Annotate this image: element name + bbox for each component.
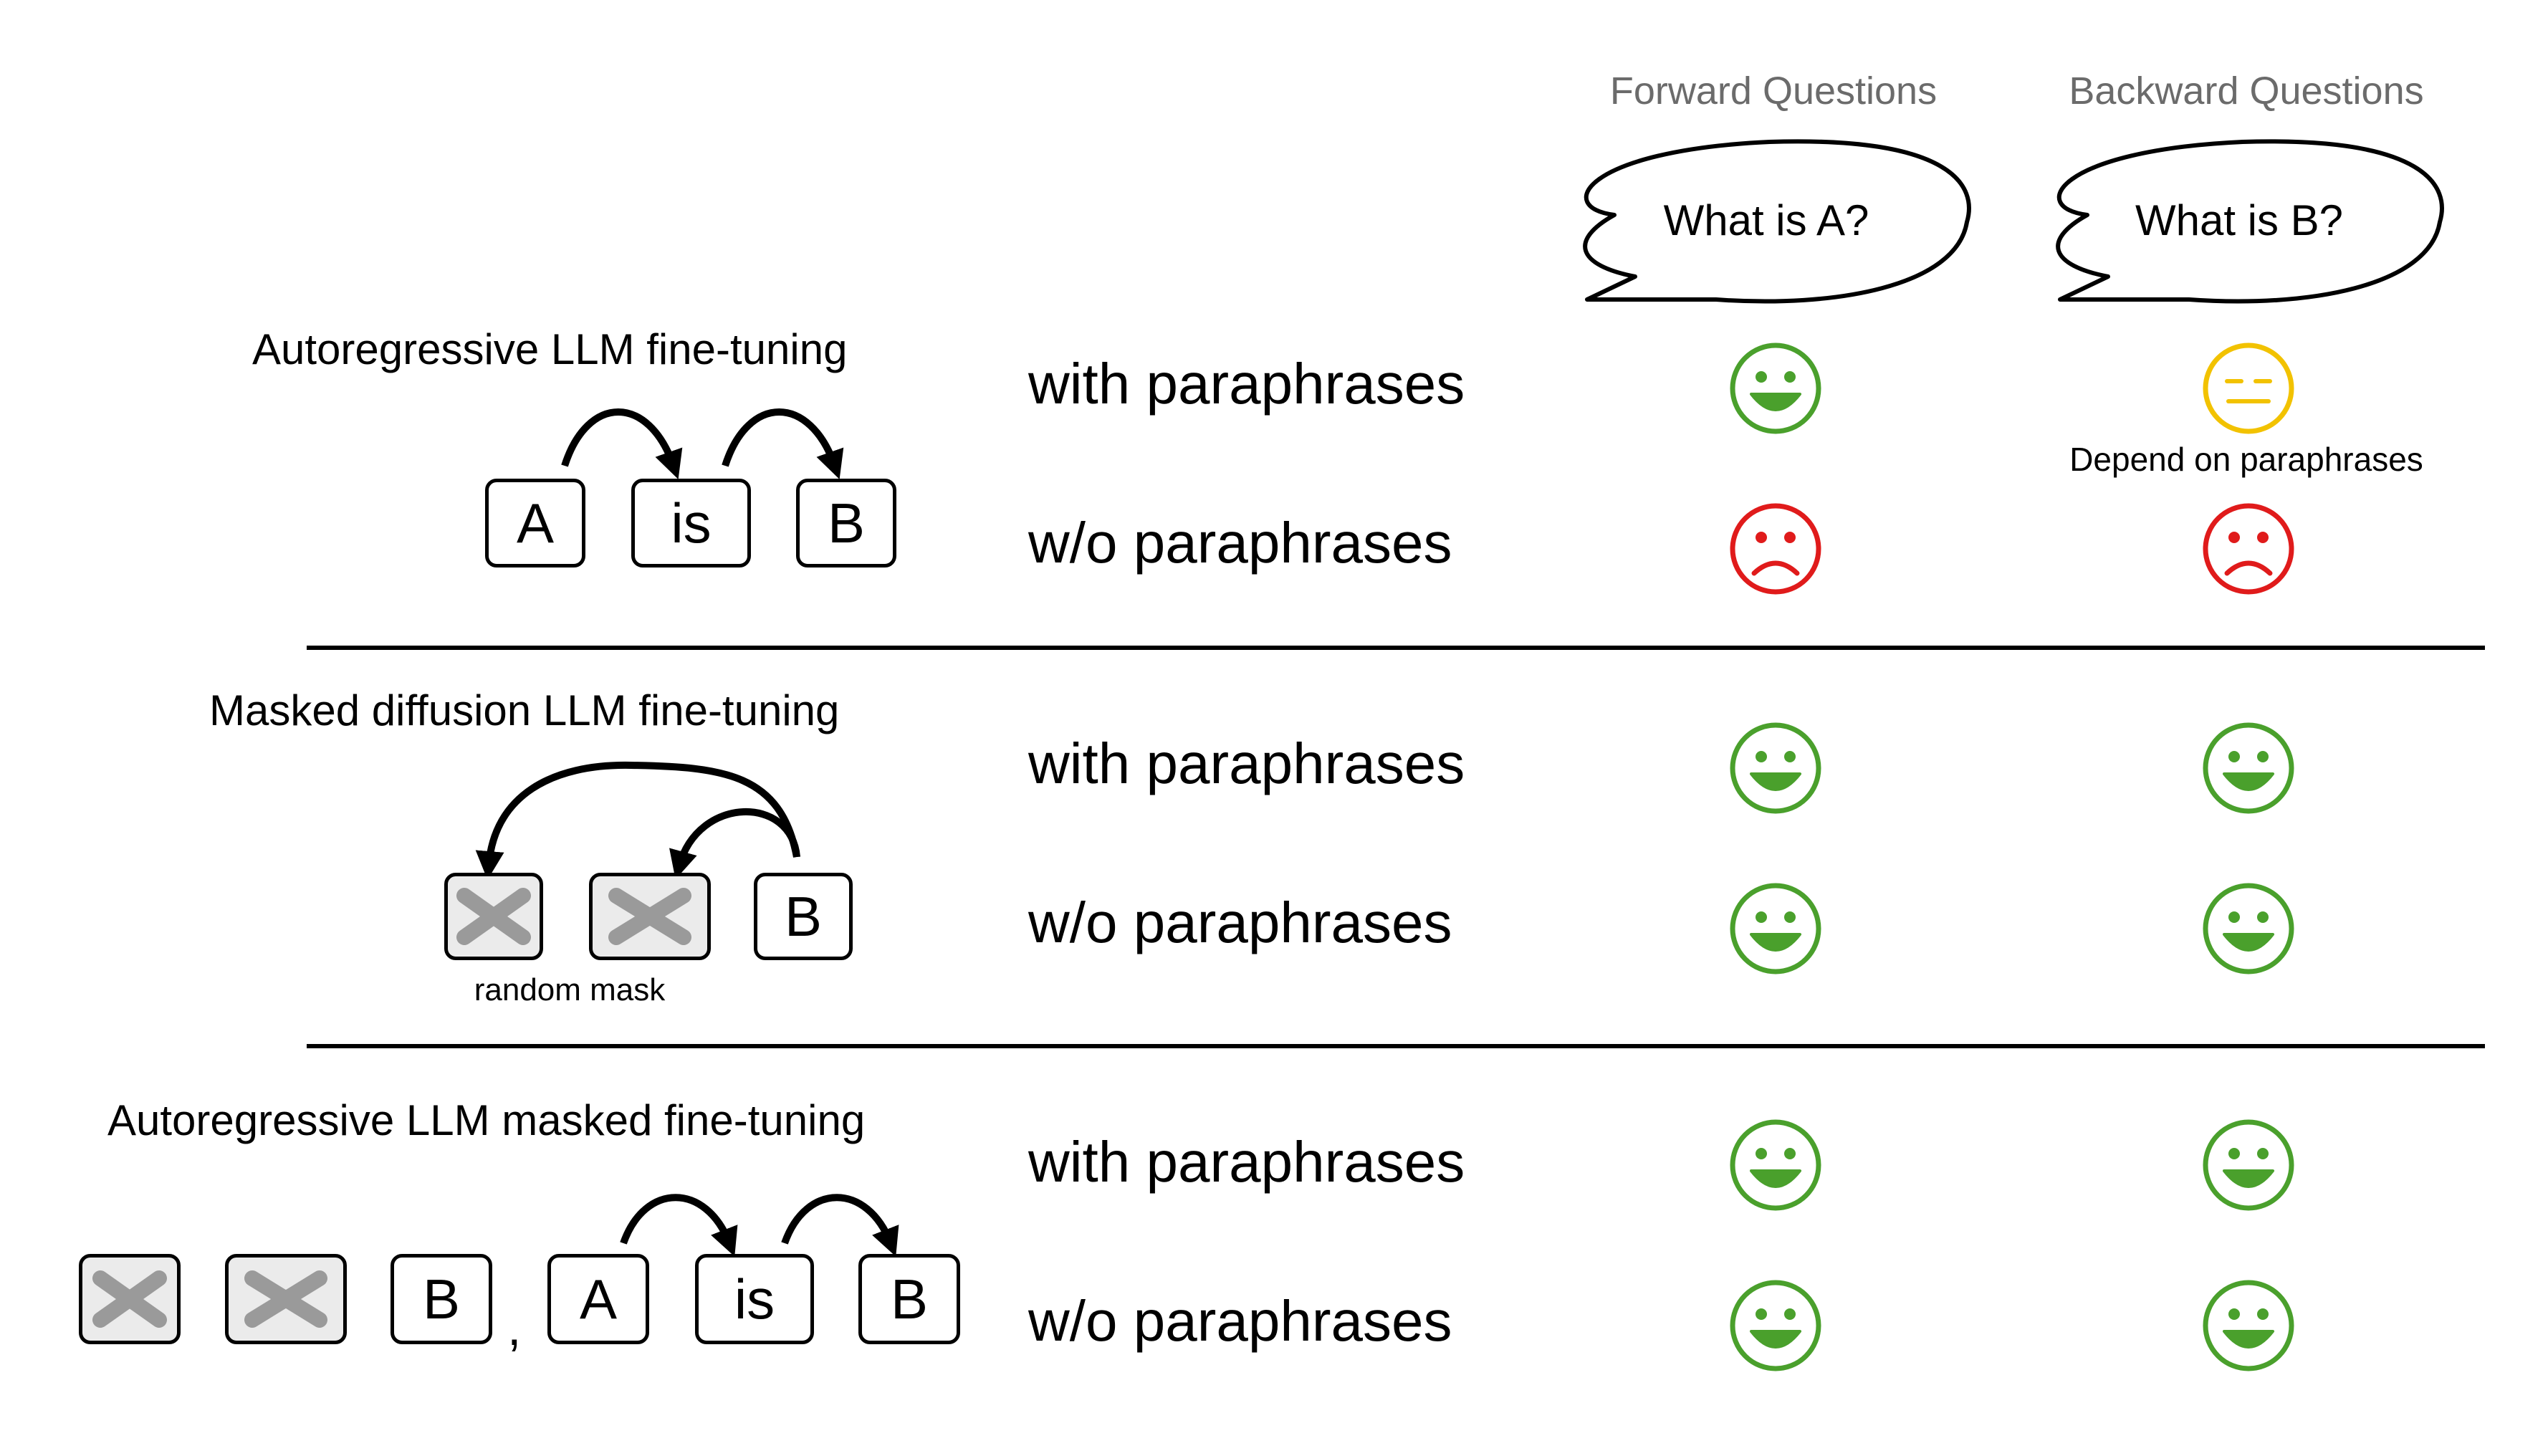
condition-label: w/o paraphrases: [1028, 1289, 1452, 1353]
arrow-B-to-mask-1: [475, 761, 800, 880]
happy-face-icon: [1730, 1119, 1821, 1211]
token-box: A: [485, 479, 585, 567]
arrow-A-to-is: [561, 408, 683, 479]
forward-speech-bubble: [1583, 139, 1971, 304]
token-box: A: [547, 1254, 649, 1344]
token-box: is: [631, 479, 751, 567]
depend-on-paraphrases-note: Depend on paraphrases: [2069, 441, 2423, 478]
happy-face-icon: [2203, 1280, 2294, 1371]
section-title-masked-autoregressive: Autoregressive LLM masked fine-tuning: [107, 1096, 866, 1144]
happy-face-icon: [1730, 722, 1821, 814]
mask-x-icon: [92, 1270, 167, 1328]
happy-face-icon: [2203, 722, 2294, 814]
token-box: B: [754, 873, 853, 960]
arrow-is-to-B: [781, 1194, 899, 1257]
token-box: B: [796, 479, 896, 567]
happy-face-icon: [1730, 883, 1821, 974]
forward-questions-header: Forward Questions: [1609, 70, 1938, 112]
condition-label: with paraphrases: [1028, 352, 1465, 416]
sequence-separator: ,: [507, 1300, 522, 1356]
backward-question-text: What is B?: [2135, 196, 2344, 244]
condition-label: with paraphrases: [1028, 1130, 1465, 1194]
arrow-B-to-mask-2: [669, 808, 800, 880]
happy-face-icon: [2203, 1119, 2294, 1211]
mask-x-icon: [608, 888, 691, 945]
masked-token-box: [589, 873, 711, 960]
condition-label: with paraphrases: [1028, 732, 1465, 795]
token-box: B: [858, 1254, 960, 1344]
masked-token-box: [225, 1254, 347, 1344]
sad-face-icon: [1730, 503, 1821, 595]
masked-token-box: [79, 1254, 181, 1344]
random-mask-label: random mask: [474, 972, 666, 1007]
arrow-A-to-is: [620, 1194, 738, 1257]
condition-label: w/o paraphrases: [1028, 891, 1452, 954]
section-title-masked-diffusion: Masked diffusion LLM fine-tuning: [209, 686, 840, 734]
forward-question-text: What is A?: [1663, 196, 1869, 244]
token-box: is: [695, 1254, 814, 1344]
section-title-autoregressive: Autoregressive LLM fine-tuning: [252, 325, 848, 373]
happy-face-icon: [1730, 343, 1821, 434]
masked-token-box: [444, 873, 543, 960]
mask-x-icon: [456, 888, 531, 945]
happy-face-icon: [2203, 883, 2294, 974]
happy-face-icon: [1730, 1280, 1821, 1371]
backward-speech-bubble: [2056, 139, 2444, 304]
condition-label: w/o paraphrases: [1028, 511, 1452, 575]
arrow-is-to-B: [722, 408, 844, 479]
neutral-face-icon: [2203, 343, 2294, 434]
mask-x-icon: [244, 1270, 327, 1328]
token-box: B: [391, 1254, 492, 1344]
sad-face-icon: [2203, 503, 2294, 595]
backward-questions-header: Backward Questions: [2069, 70, 2424, 112]
